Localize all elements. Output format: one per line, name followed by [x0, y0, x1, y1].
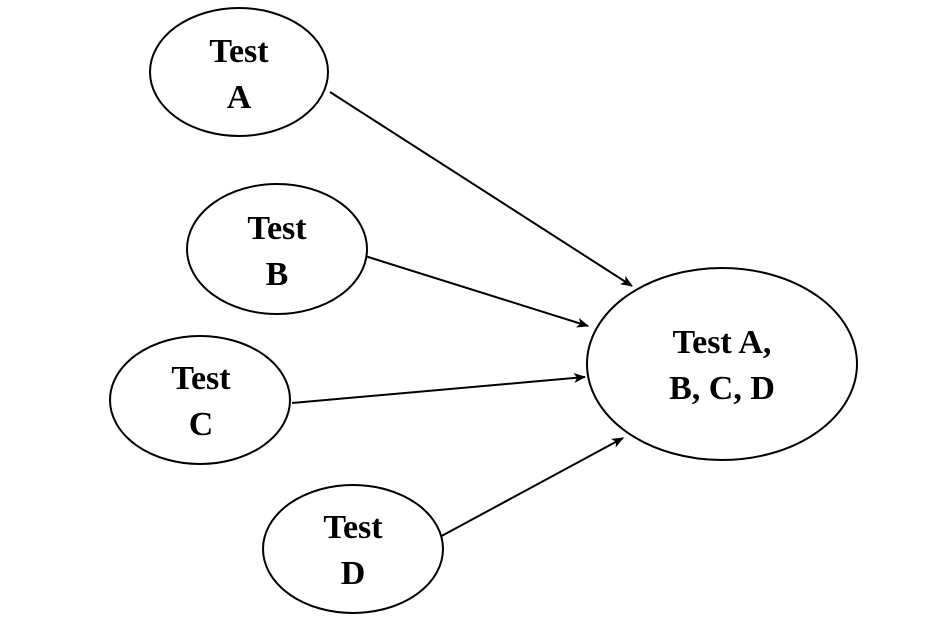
edge-a-to-combined	[329, 91, 633, 287]
node-label-line-2: B	[266, 256, 289, 293]
node-test-d: Test D	[262, 484, 444, 614]
node-ellipse	[109, 335, 291, 465]
node-label-line-2: A	[227, 79, 252, 116]
node-label-line-1: Test	[171, 360, 231, 397]
node-test-c: Test C	[109, 335, 291, 465]
node-ellipse	[586, 267, 858, 461]
node-ellipse	[262, 484, 444, 614]
node-label-line-1: Test	[247, 210, 307, 247]
node-label-line-2: D	[341, 555, 366, 592]
node-label-line-2: C	[189, 406, 214, 443]
node-label-line-2: B, C, D	[669, 370, 775, 407]
node-ellipse	[186, 183, 368, 315]
edge-b-to-combined	[364, 255, 589, 328]
node-test-b: Test B	[186, 183, 368, 315]
node-label-line-1: Test	[323, 509, 383, 546]
node-label-line-1: Test A,	[673, 324, 772, 361]
node-test-a: Test A	[149, 7, 329, 137]
node-test-combined: Test A, B, C, D	[586, 267, 858, 461]
node-ellipse	[149, 7, 329, 137]
node-label-line-1: Test	[209, 33, 269, 70]
edge-c-to-combined	[291, 372, 586, 404]
edge-d-to-combined	[435, 437, 624, 540]
